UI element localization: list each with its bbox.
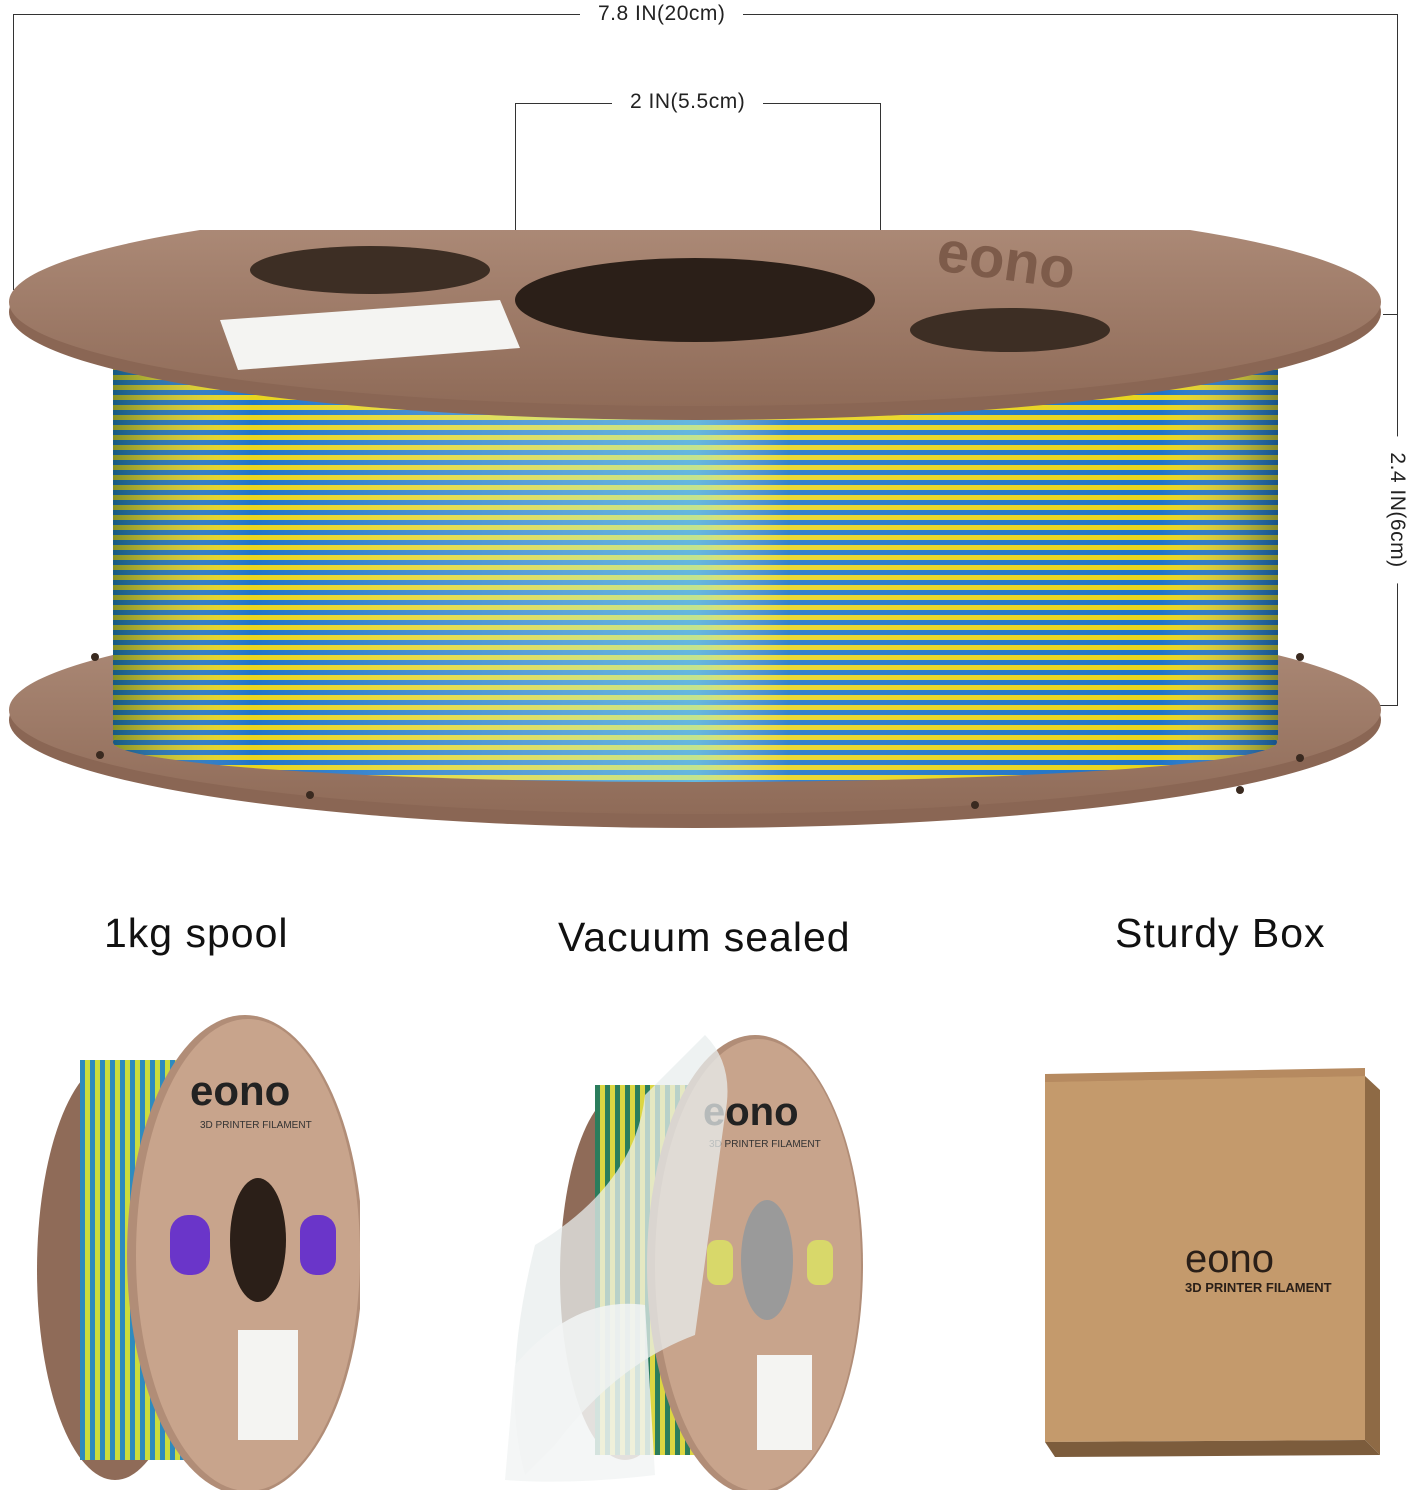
vacuum-spool-tagline: 3D PRINTER FILAMENT [709, 1139, 821, 1150]
caption-box: Sturdy Box [1115, 910, 1326, 956]
spool-tagline: 3D PRINTER FILAMENT [200, 1120, 312, 1131]
box-tagline: 3D PRINTER FILAMENT [1185, 1280, 1332, 1295]
width-dimension-label: 7.8 IN(20cm) [580, 2, 744, 26]
main-spool-image: eono [0, 198, 1390, 850]
box-image: eono 3D PRINTER FILAMENT [1035, 1060, 1395, 1480]
hub-dimension-label: 2 IN(5.5cm) [612, 90, 764, 114]
caption-spool: 1kg spool [104, 910, 289, 956]
spool-product-image: eono 3D PRINTER FILAMENT [20, 1000, 363, 1495]
vacuum-sealed-image: eono 3D PRINTER FILAMENT [495, 1005, 895, 1495]
box-logo: eono [1185, 1237, 1274, 1281]
spool-logo: eono [190, 1067, 290, 1114]
caption-vacuum: Vacuum sealed [558, 914, 851, 960]
